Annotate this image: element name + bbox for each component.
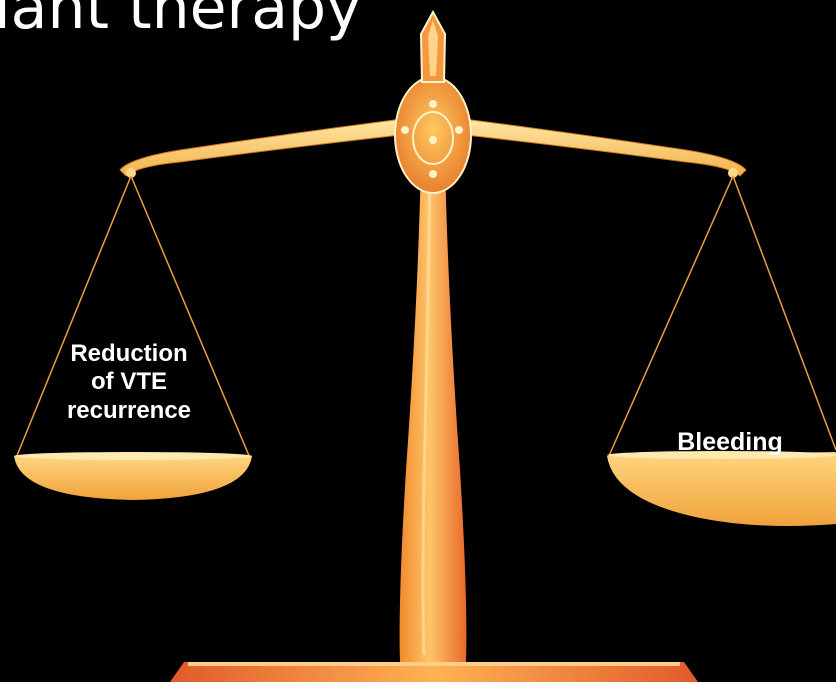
right-pan (607, 452, 836, 526)
right-pan-label-text: Bleeding (677, 428, 783, 456)
left-pan (14, 456, 252, 500)
left-pan-label-line-3: recurrence (66, 396, 192, 424)
scale-pole (399, 160, 467, 662)
scale-base (170, 662, 698, 682)
right-pan-label: Bleeding (630, 428, 830, 458)
left-pan-label-line-2: of VTE (91, 368, 167, 396)
left-pan-label-line-1: Reduction (70, 340, 188, 367)
slide-title-fragment: lant therapy (0, 0, 362, 43)
left-pan-label: Reduction of VTE recurrence (18, 340, 240, 425)
scale-base-highlight (188, 662, 680, 666)
